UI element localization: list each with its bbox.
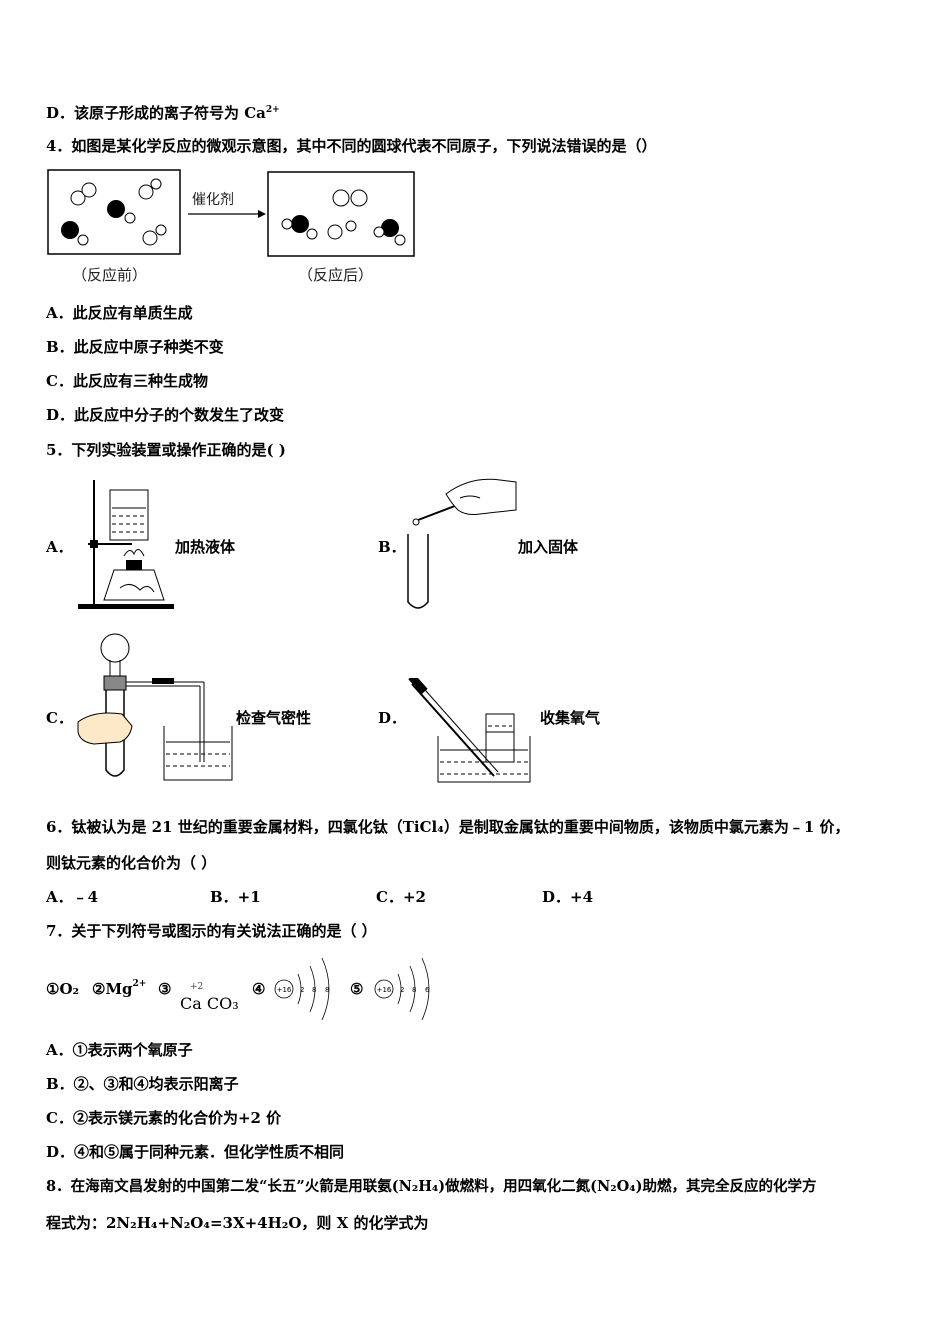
q4-option-a: A．此反应有单质生成 bbox=[46, 304, 193, 322]
q6-option-d: D．+4 bbox=[542, 888, 594, 906]
atom-structure-5: +16 2 8 6 bbox=[374, 957, 430, 1021]
q7-symbol-4-num: ④ bbox=[252, 980, 266, 998]
after-caption: （反应后） bbox=[298, 266, 374, 284]
q4-option-b: B．此反应中原子种类不变 bbox=[46, 338, 224, 356]
before-caption: （反应前） bbox=[72, 266, 148, 284]
before-box bbox=[47, 169, 181, 255]
q7-symbol-2-text: ②Mg bbox=[92, 980, 133, 998]
q7-symbol-3-num: ③ bbox=[158, 980, 172, 998]
q4-stem: 4．如图是某化学反应的微观示意图，其中不同的圆球代表不同原子，下列说法错误的是（… bbox=[46, 137, 657, 155]
atom-structure-4: +16 2 8 8 bbox=[274, 957, 329, 1021]
q7-symbol-3-formula: Ca CO₃ bbox=[180, 994, 239, 1013]
q7-symbol-2-sup: 2+ bbox=[132, 979, 147, 989]
q6-option-a: A．﹣4 bbox=[46, 888, 99, 906]
q6-stem-line2: 则钛元素的化合价为（ ） bbox=[46, 854, 217, 872]
q3-option-d-sup: 2+ bbox=[265, 105, 280, 115]
q7-symbol-row: ①O₂ ②Mg2+ ③ +2 Ca CO₃ ④ ⑤ bbox=[46, 960, 546, 1020]
q5-option-d-text: 收集氧气 bbox=[540, 709, 601, 727]
q3-option-d-text: D．该原子形成的离子符号为 Ca bbox=[46, 104, 266, 122]
q5-option-b-text: 加入固体 bbox=[518, 538, 579, 556]
q4-option-d: D．此反应中分子的个数发生了改变 bbox=[46, 406, 285, 424]
atom-4-shell-3: 8 bbox=[325, 986, 329, 994]
q4-option-c: C．此反应有三种生成物 bbox=[46, 372, 208, 390]
q5-option-a-text: 加热液体 bbox=[175, 538, 236, 556]
q8-stem-line2: 程式为：2N₂H₄+N₂O₄=3X+4H₂O，则 X 的化学式为 bbox=[46, 1214, 429, 1232]
catalyst-label: 催化剂 bbox=[192, 192, 234, 208]
q7-option-b: B．②、③和④均表示阳离子 bbox=[46, 1075, 239, 1093]
q5-option-c-letter: C． bbox=[46, 709, 73, 727]
q6-stem-line1: 6．钛被认为是 21 世纪的重要金属材料，四氯化钛（TiCl₄）是制取金属钛的重… bbox=[46, 818, 850, 836]
q7-option-a: A．①表示两个氧原子 bbox=[46, 1041, 193, 1059]
q4-reaction-diagram bbox=[47, 169, 415, 257]
q5-option-a-letter: A． bbox=[46, 538, 73, 556]
atom-4-nucleus: +16 bbox=[277, 986, 292, 994]
q7-option-d: D．④和⑤属于同种元素．但化学性质不相同 bbox=[46, 1143, 345, 1161]
q8-stem-line1: 8．在海南文昌发射的中国第二发“长五”火箭是用联氨(N₂H₄)做燃料，用四氧化二… bbox=[46, 1178, 817, 1195]
atom-5-shell-2: 8 bbox=[412, 986, 416, 994]
atom-5-shell-1: 2 bbox=[400, 986, 404, 994]
q3-option-d: D．该原子形成的离子符号为 Ca2+ bbox=[46, 100, 280, 123]
q6-option-b: B．+1 bbox=[210, 888, 261, 906]
q7-stem: 7．关于下列符号或图示的有关说法正确的是（ ） bbox=[46, 922, 377, 940]
q7-option-c: C．②表示镁元素的化合价为+2 价 bbox=[46, 1109, 282, 1127]
q7-symbol-5-num: ⑤ bbox=[350, 980, 364, 998]
q6-option-c: C．+2 bbox=[376, 888, 426, 906]
after-box bbox=[267, 171, 415, 257]
atom-5-nucleus: +16 bbox=[377, 986, 392, 994]
q7-symbol-3-valence: +2 bbox=[190, 982, 204, 992]
q5-option-d-letter: D． bbox=[378, 709, 407, 727]
collect-oxygen-figure bbox=[408, 678, 531, 783]
q7-symbol-1: ①O₂ bbox=[46, 980, 80, 998]
q5-stem: 5．下列实验装置或操作正确的是( ) bbox=[46, 441, 286, 459]
atom-4-shell-1: 2 bbox=[300, 986, 304, 994]
q5-option-b-letter: B． bbox=[378, 538, 406, 556]
adding-solid-figure bbox=[407, 478, 517, 609]
atom-4-shell-2: 8 bbox=[312, 986, 316, 994]
q5-option-c-text: 检查气密性 bbox=[236, 709, 312, 727]
heating-liquid-figure bbox=[78, 480, 174, 609]
atom-5-shell-3: 6 bbox=[425, 986, 430, 994]
airtightness-figure bbox=[77, 633, 233, 781]
q7-symbol-2: ②Mg2+ bbox=[92, 979, 147, 998]
